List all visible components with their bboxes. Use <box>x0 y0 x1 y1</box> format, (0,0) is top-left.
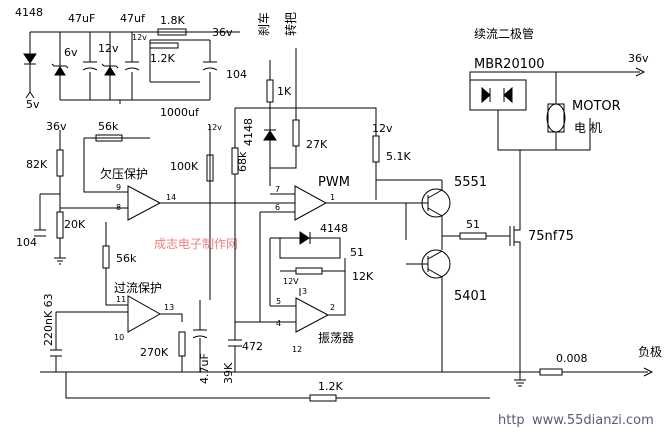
pwm-section <box>231 107 428 240</box>
label-pin8: 8 <box>116 203 121 212</box>
label-r1_2K-bottom: 1.2K <box>318 380 343 393</box>
brake-handle-inputs <box>263 48 300 186</box>
label-r56k-mid: 56k <box>116 252 137 265</box>
label-pin5: 5 <box>276 297 281 306</box>
motor-section <box>469 67 646 151</box>
label-v36-left: 36v <box>46 120 67 133</box>
oscillator-section <box>234 200 346 333</box>
power-supply-section <box>23 28 240 104</box>
label-c47uf-b: 47uf <box>120 12 146 25</box>
label-r0_008: 0.008 <box>556 352 588 365</box>
label-overcurrent: 过流保护 <box>114 281 162 295</box>
label-r100K: 100K <box>170 160 199 173</box>
label-v12-tiny: 12v <box>207 123 222 132</box>
label-pin1: 1 <box>330 193 335 202</box>
label-r56k-top: 56k <box>98 120 119 133</box>
label-r20K: 20K <box>64 218 86 231</box>
label-pin12: 12 <box>292 345 302 354</box>
overcurrent-section <box>50 222 490 402</box>
label-pin13: 13 <box>164 303 174 312</box>
label-r27K: 27K <box>306 138 328 151</box>
label-pin9: 9 <box>116 183 121 192</box>
label-v12-mid: 12v <box>372 122 393 135</box>
label-v12: 12v <box>98 42 119 55</box>
label-oscillator: 振荡器 <box>318 331 354 345</box>
label-pwm: PWM <box>318 175 350 190</box>
label-r51-osc: 51 <box>350 246 364 259</box>
label-r220nK63: 220nK 63 <box>42 293 55 346</box>
label-motor: MOTOR <box>572 99 621 114</box>
label-r51-right: 51 <box>466 218 480 231</box>
label-d4148-osc: 4148 <box>320 222 348 235</box>
label-r270K: 270K <box>140 346 169 359</box>
label-diode-part: MBR20100 <box>474 57 545 72</box>
label-brake: 刹车 <box>256 12 271 36</box>
label-pin11: 11 <box>116 295 126 304</box>
label-c472: 472 <box>242 340 263 353</box>
driver-section <box>376 150 521 372</box>
label-r82K: 82K <box>26 158 48 171</box>
label-pin14: 14 <box>166 193 176 202</box>
label-c104-left: 104 <box>16 236 37 249</box>
label-t5551: 5551 <box>454 175 487 190</box>
label-r12K: 12K <box>352 270 374 283</box>
label-t5401: 5401 <box>454 289 487 304</box>
label-pin7: 7 <box>275 185 280 194</box>
label-motor-cn: 电 机 <box>574 121 602 135</box>
label-pin6: 6 <box>275 203 280 212</box>
watermark-text: 成志电子制作网 <box>154 237 238 251</box>
label-pin2: 2 <box>330 303 335 312</box>
label-website: www.55dianzi.com <box>532 413 654 428</box>
label-v6: 6v <box>64 46 78 59</box>
label-v36-right: 36v <box>628 52 649 65</box>
label-r1K: 1K <box>277 85 292 98</box>
label-http: http <box>498 413 525 428</box>
label-d4148-mid: 4148 <box>242 118 255 146</box>
label-mos: 75nf75 <box>528 229 574 244</box>
label-v12-small: 12v <box>132 33 147 42</box>
label-c4_7uF: 4.7uF <box>198 353 211 384</box>
label-pin3: 3 <box>302 287 307 296</box>
label-v12-osc: 12V <box>283 277 299 286</box>
label-r39K: 39K <box>222 362 235 384</box>
label-c1000uf: 1000uf <box>160 106 200 119</box>
undervoltage-section <box>34 125 295 300</box>
label-v36-top: 36v <box>212 26 233 39</box>
label-handle: 转把 <box>283 12 298 36</box>
label-r68k: 68k <box>236 151 249 172</box>
label-r1_2K-top: 1.2K <box>150 52 175 65</box>
label-r5_1K: 5.1K <box>386 150 411 163</box>
label-d4148-top: 4148 <box>15 6 43 19</box>
label-pin4: 4 <box>276 319 281 328</box>
label-v5: 5v <box>26 98 40 111</box>
label-diode-title: 续流二极管 <box>474 26 534 41</box>
label-pin10: 10 <box>114 333 124 342</box>
label-r1_8K: 1.8K <box>160 14 185 27</box>
label-c47uF-a: 47uF <box>68 12 95 25</box>
label-negative: 负极 <box>638 345 662 359</box>
label-c104-top: 104 <box>226 68 247 81</box>
label-undervolt: 欠压保护 <box>100 166 148 181</box>
